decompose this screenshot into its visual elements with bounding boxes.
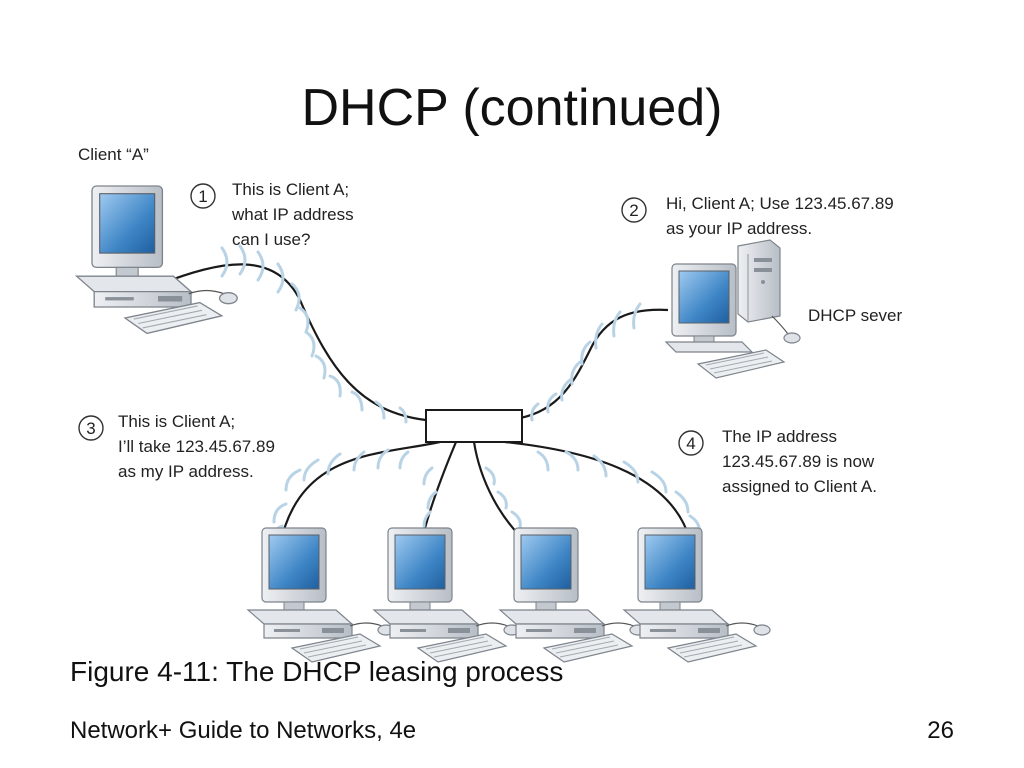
dhcp-server-label: DHCP sever bbox=[808, 306, 902, 325]
step-1-callout: 1 This is Client A; what IP address can … bbox=[190, 180, 354, 249]
svg-text:This is Client A;: This is Client A; bbox=[232, 180, 349, 199]
step-4-callout: 4 The IP address 123.45.67.89 is now ass… bbox=[678, 427, 877, 496]
svg-text:I’ll take 123.45.67.89: I’ll take 123.45.67.89 bbox=[118, 437, 275, 456]
step-2-callout: 2 Hi, Client A; Use 123.45.67.89 as your… bbox=[621, 194, 894, 238]
svg-text:as my IP address.: as my IP address. bbox=[118, 462, 254, 481]
client-computer-1 bbox=[247, 527, 395, 663]
svg-text:can I use?: can I use? bbox=[232, 230, 310, 249]
svg-text:what IP address: what IP address bbox=[231, 205, 354, 224]
client-computer-4 bbox=[623, 527, 771, 663]
signal-wave-icon bbox=[220, 244, 702, 544]
step-3-callout: 3 This is Client A; I’ll take 123.45.67.… bbox=[78, 412, 275, 481]
svg-text:2: 2 bbox=[629, 201, 638, 220]
client-a-computer bbox=[75, 185, 238, 335]
svg-text:assigned to Client A.: assigned to Client A. bbox=[722, 477, 877, 496]
network-cables bbox=[157, 263, 692, 546]
svg-text:123.45.67.89 is now: 123.45.67.89 is now bbox=[722, 452, 875, 471]
svg-text:as your IP address.: as your IP address. bbox=[666, 219, 812, 238]
client-computer-2 bbox=[373, 527, 521, 663]
slide-title: DHCP (continued) bbox=[301, 79, 723, 137]
client-a-label: Client “A” bbox=[78, 145, 149, 164]
svg-text:1: 1 bbox=[198, 187, 207, 206]
footer-book-title: Network+ Guide to Networks, 4e bbox=[70, 717, 417, 744]
figure-caption: Figure 4-11: The DHCP leasing process bbox=[70, 656, 564, 687]
page-number: 26 bbox=[927, 717, 954, 744]
client-computer-3 bbox=[499, 527, 647, 663]
svg-text:Hi, Client A; Use 123.45.67.89: Hi, Client A; Use 123.45.67.89 bbox=[666, 194, 894, 213]
hub-icon bbox=[425, 409, 523, 443]
svg-text:4: 4 bbox=[686, 434, 695, 453]
svg-text:The IP address: The IP address bbox=[722, 427, 837, 446]
svg-text:This is Client A;: This is Client A; bbox=[118, 412, 235, 431]
dhcp-server-computer bbox=[665, 239, 801, 379]
svg-text:3: 3 bbox=[86, 419, 95, 438]
